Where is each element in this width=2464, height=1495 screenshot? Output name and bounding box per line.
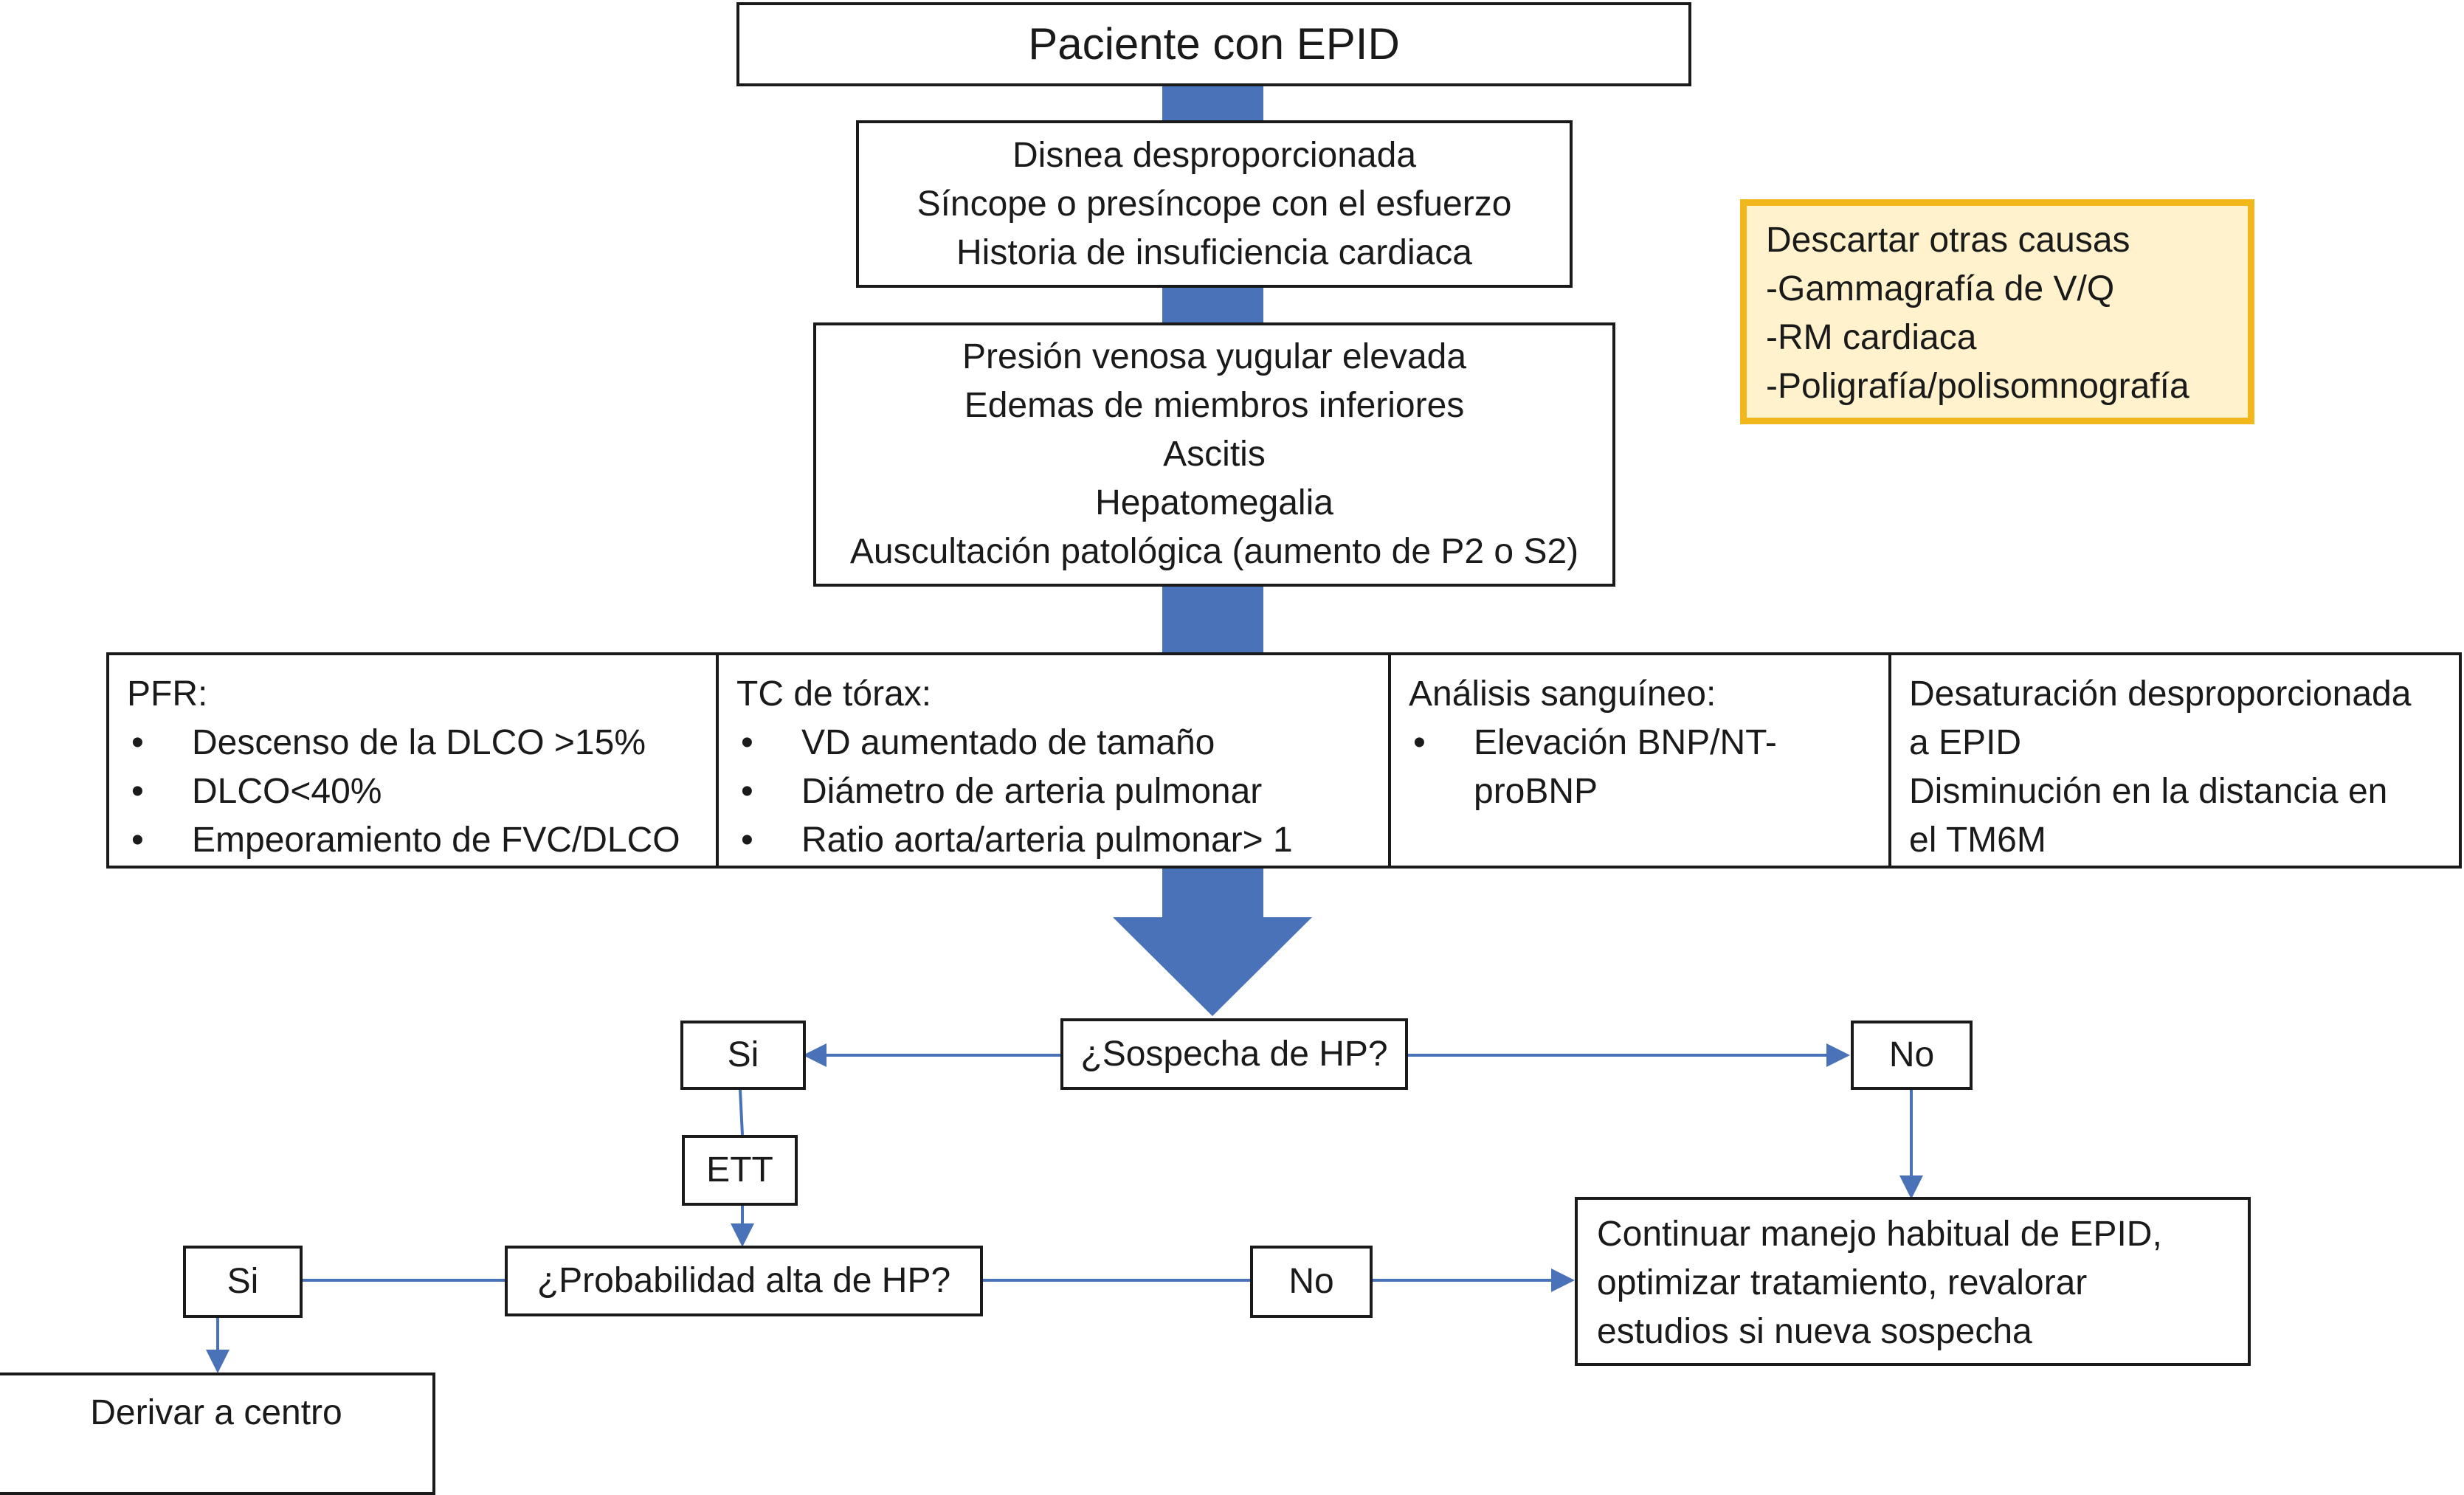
note-line: -RM cardiaca — [1766, 318, 1977, 357]
note-line: Descartar otras causas — [1766, 221, 2130, 260]
pfr-item: Descenso de la DLCO >15% — [127, 719, 698, 767]
suspicion-yes-box: Si — [680, 1021, 806, 1090]
symptom-line: Disnea desproporcionada — [1012, 135, 1417, 175]
note-line: -Poligrafía/polisomnografía — [1766, 367, 2189, 406]
continue-line: optimizar tratamiento, revalorar — [1597, 1263, 2088, 1302]
start-label: Paciente con EPID — [1028, 19, 1400, 69]
tc-item: VD aumentado de tamaño — [736, 719, 1370, 767]
ett-box: ETT — [682, 1135, 798, 1206]
rule-out-note: Descartar otras causas -Gammagrafía de V… — [1740, 199, 2254, 424]
blood-item: Elevación BNP/NT- — [1409, 719, 1871, 767]
desat-line: Disminución en la distancia en — [1909, 772, 2388, 811]
symptoms-box: Disnea desproporcionada Síncope o presín… — [856, 120, 1573, 288]
tc-item: Diámetro de arteria pulmonar — [736, 767, 1370, 816]
exam-line: Auscultación patológica (aumento de P2 o… — [849, 532, 1579, 571]
decision-probability-box: ¿Probabilidad alta de HP? — [505, 1246, 983, 1316]
refer-center-label: Derivar a centro — [90, 1393, 342, 1432]
blood-list: Elevación BNP/NT- proBNP — [1409, 719, 1871, 816]
start-box: Paciente con EPID — [736, 2, 1691, 86]
exam-box: Presión venosa yugular elevada Edemas de… — [813, 322, 1615, 587]
flow-bar-2 — [1162, 288, 1263, 323]
exam-line: Edemas de miembros inferiores — [964, 386, 1465, 425]
continue-management-box: Continuar manejo habitual de EPID, optim… — [1575, 1197, 2251, 1366]
suspicion-no-box: No — [1851, 1021, 1973, 1090]
decision-probability-label: ¿Probabilidad alta de HP? — [536, 1261, 951, 1300]
pfr-item: Empeoramiento de FVC/DLCO — [127, 816, 698, 865]
exam-line: Hepatomegalia — [1095, 483, 1333, 522]
symptom-line: Historia de insuficiencia cardiaca — [956, 232, 1472, 272]
desat-line: el TM6M — [1909, 821, 2046, 860]
probability-yes-box: Si — [183, 1246, 303, 1318]
probability-no-box: No — [1250, 1246, 1373, 1318]
exam-line: Ascitis — [1163, 435, 1266, 474]
tc-title: TC de tórax: — [736, 674, 932, 714]
desaturation-box: Desaturación desproporcionada a EPID Dis… — [1888, 652, 2462, 869]
blood-item: proBNP — [1474, 772, 1598, 811]
refer-center-box: Derivar a centro — [0, 1373, 435, 1495]
big-down-arrow — [1113, 868, 1312, 1016]
pfr-box: PFR: Descenso de la DLCO >15% DLCO<40% E… — [106, 652, 719, 869]
probability-yes-label: Si — [227, 1262, 259, 1301]
pfr-list: Descenso de la DLCO >15% DLCO<40% Empeor… — [127, 719, 698, 865]
suspicion-no-label: No — [1888, 1035, 1935, 1074]
decision-suspicion-box: ¿Sospecha de HP? — [1060, 1018, 1408, 1090]
tc-list: VD aumentado de tamaño Diámetro de arter… — [736, 719, 1370, 865]
decision-suspicion-label: ¿Sospecha de HP? — [1080, 1034, 1388, 1074]
note-line: -Gammagrafía de V/Q — [1766, 269, 2115, 308]
pfr-title: PFR: — [127, 674, 208, 714]
desat-line: a EPID — [1909, 723, 2022, 762]
blood-title: Análisis sanguíneo: — [1409, 674, 1716, 714]
connector-si-to-ett — [739, 1089, 744, 1136]
flow-bar-3 — [1162, 587, 1263, 653]
ett-label: ETT — [706, 1150, 773, 1190]
tc-item: Ratio aorta/arteria pulmonar> 1 — [736, 816, 1370, 865]
continue-line: Continuar manejo habitual de EPID, — [1597, 1215, 2162, 1254]
desat-line: Desaturación desproporcionada — [1909, 674, 2412, 714]
probability-no-label: No — [1288, 1262, 1334, 1301]
blood-analysis-box: Análisis sanguíneo: Elevación BNP/NT- pr… — [1388, 652, 1891, 869]
exam-line: Presión venosa yugular elevada — [962, 337, 1467, 376]
pfr-item: DLCO<40% — [127, 767, 698, 816]
suspicion-yes-label: Si — [727, 1035, 759, 1074]
flow-bar-1 — [1162, 86, 1263, 120]
continue-line: estudios si nueva sospecha — [1597, 1312, 2032, 1351]
tc-torax-box: TC de tórax: VD aumentado de tamaño Diám… — [716, 652, 1391, 869]
symptom-line: Síncope o presíncope con el esfuerzo — [917, 184, 1512, 224]
